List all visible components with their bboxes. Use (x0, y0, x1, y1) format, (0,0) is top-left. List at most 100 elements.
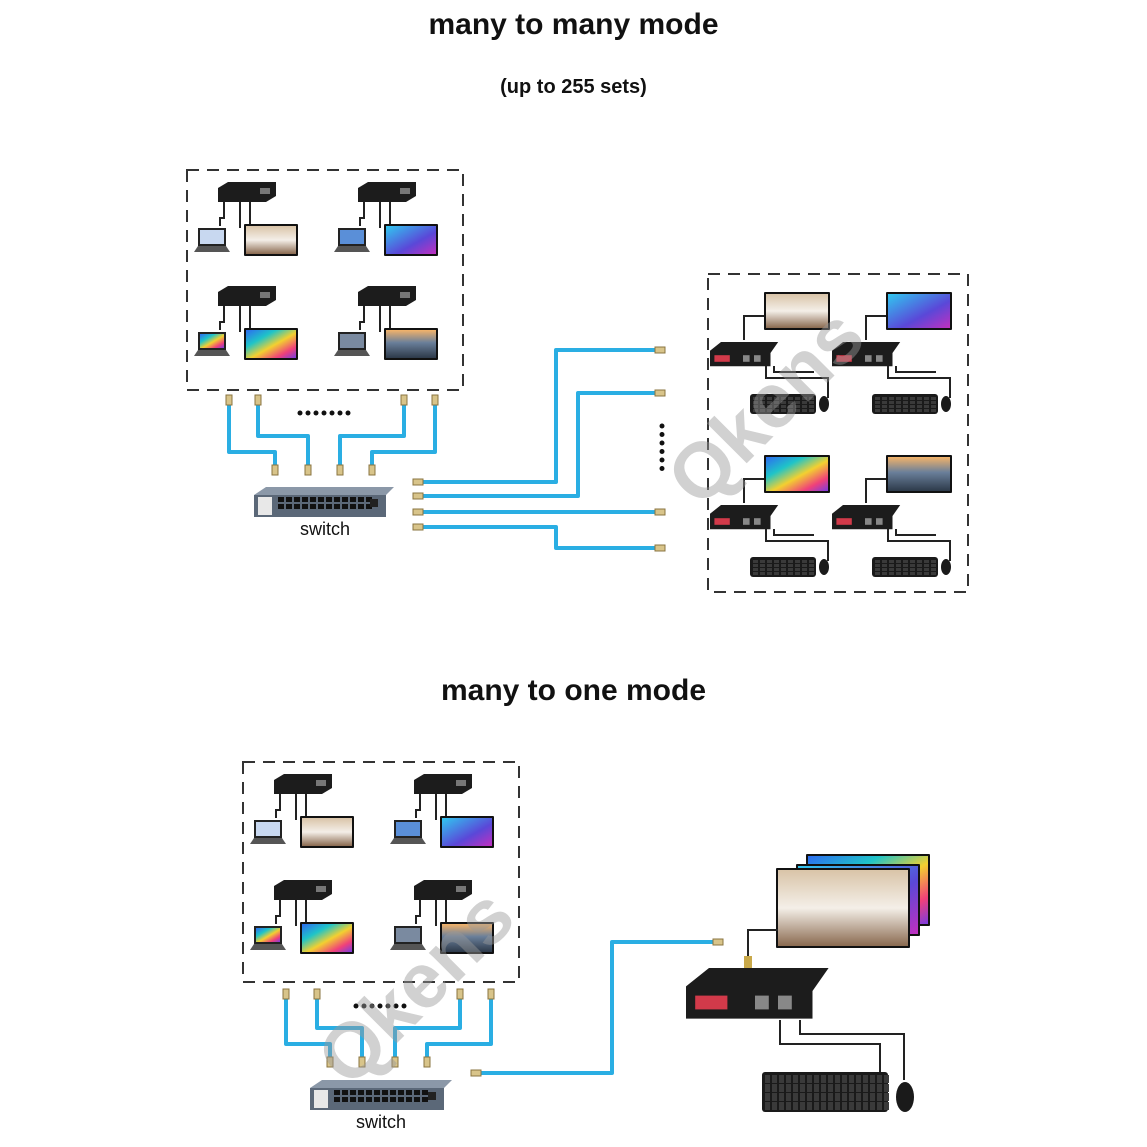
device-cable (415, 900, 421, 924)
device-cable (895, 529, 936, 536)
receiver (832, 342, 901, 367)
monitor (886, 292, 952, 330)
cable-rx4 (416, 525, 656, 550)
device-cable (773, 366, 814, 373)
plug-top-0 (225, 394, 233, 406)
device-cable (765, 529, 829, 561)
device-cable (895, 366, 936, 373)
device-cable (887, 529, 951, 561)
rx-group-box (707, 273, 969, 593)
device-cable (743, 315, 764, 340)
device-cable (779, 1020, 881, 1080)
device-cable (415, 794, 421, 818)
device-cable (865, 478, 886, 503)
plug-top2-2 (456, 988, 464, 1000)
plug-rx-2 (654, 508, 666, 516)
cable-tx3 (338, 402, 406, 470)
monitor (440, 816, 494, 848)
laptop (390, 926, 426, 950)
watermark-2: Qkens (300, 871, 531, 1102)
mouse (941, 559, 951, 575)
plug-swout-0 (412, 478, 424, 486)
keyboard (750, 557, 816, 577)
monitor-main (776, 868, 910, 948)
laptop (390, 820, 426, 844)
monitor (300, 922, 354, 954)
plug-swout-5 (470, 1069, 482, 1077)
plug-rx-3 (654, 544, 666, 552)
laptop (334, 228, 370, 252)
device-cable (359, 202, 365, 226)
plug-sw2-1 (358, 1056, 366, 1068)
switch-label-1: switch (300, 519, 350, 539)
plug-sw2-0 (326, 1056, 334, 1068)
monitor (384, 328, 438, 360)
section1-title: many to many mode (428, 8, 719, 41)
laptop (334, 332, 370, 356)
receiver (710, 342, 779, 367)
monitor (764, 455, 830, 493)
device-cable (765, 366, 829, 398)
receiver-main (686, 968, 829, 1019)
tx-group-box-2 (242, 761, 520, 983)
device-cable (773, 529, 814, 536)
section2-title: many to one mode (440, 674, 707, 707)
monitor (384, 224, 438, 256)
plug-sw-0 (271, 464, 279, 476)
transmitter (358, 286, 416, 306)
switch-1 (254, 487, 394, 517)
ellipsis-dots-2 (659, 423, 665, 471)
cable-tx8 (425, 996, 493, 1062)
receiver (710, 505, 779, 530)
transmitter (218, 182, 276, 202)
device-cable (275, 900, 281, 924)
cable-tx7 (393, 996, 462, 1062)
plug-rx-5 (712, 938, 724, 946)
plug-swout-1 (412, 492, 424, 500)
device-cable (747, 929, 778, 960)
plug-rx-0 (654, 346, 666, 354)
transmitter (218, 286, 276, 306)
cable-tx1 (227, 402, 277, 470)
cable-rx5 (478, 940, 716, 1075)
mouse (819, 559, 829, 575)
monitor (244, 224, 298, 256)
switch-2 (310, 1080, 452, 1110)
transmitter (274, 880, 332, 900)
monitor (300, 816, 354, 848)
laptop (250, 820, 286, 844)
cable-tx4 (370, 402, 437, 470)
monitor (244, 328, 298, 360)
plug-swout-3 (412, 523, 424, 531)
transmitter (358, 182, 416, 202)
mouse (941, 396, 951, 412)
device-cable (219, 306, 225, 330)
plug-top2-0 (282, 988, 290, 1000)
transmitter (414, 880, 472, 900)
monitor (886, 455, 952, 493)
cable-tx6 (315, 996, 364, 1062)
section1-subtitle: (up to 255 sets) (500, 76, 647, 98)
ellipsis-dots-1 (297, 410, 351, 416)
device-cable (799, 1020, 905, 1080)
laptop (194, 228, 230, 252)
monitor (440, 922, 494, 954)
device-cable (275, 794, 281, 818)
device-cable (359, 306, 365, 330)
plug-swout-2 (412, 508, 424, 516)
plug-top2-3 (487, 988, 495, 1000)
hdmi-plug (744, 956, 752, 968)
transmitter (414, 774, 472, 794)
keyboard (750, 394, 816, 414)
cable-tx5 (284, 996, 332, 1062)
keyboard (872, 394, 938, 414)
laptop (194, 332, 230, 356)
receiver (832, 505, 901, 530)
plug-sw-1 (304, 464, 312, 476)
ellipsis-dots-3 (353, 1003, 407, 1009)
mouse (819, 396, 829, 412)
mouse-main (896, 1082, 914, 1112)
laptop (250, 926, 286, 950)
tx-group-box-1 (186, 169, 464, 391)
plug-sw2-3 (423, 1056, 431, 1068)
